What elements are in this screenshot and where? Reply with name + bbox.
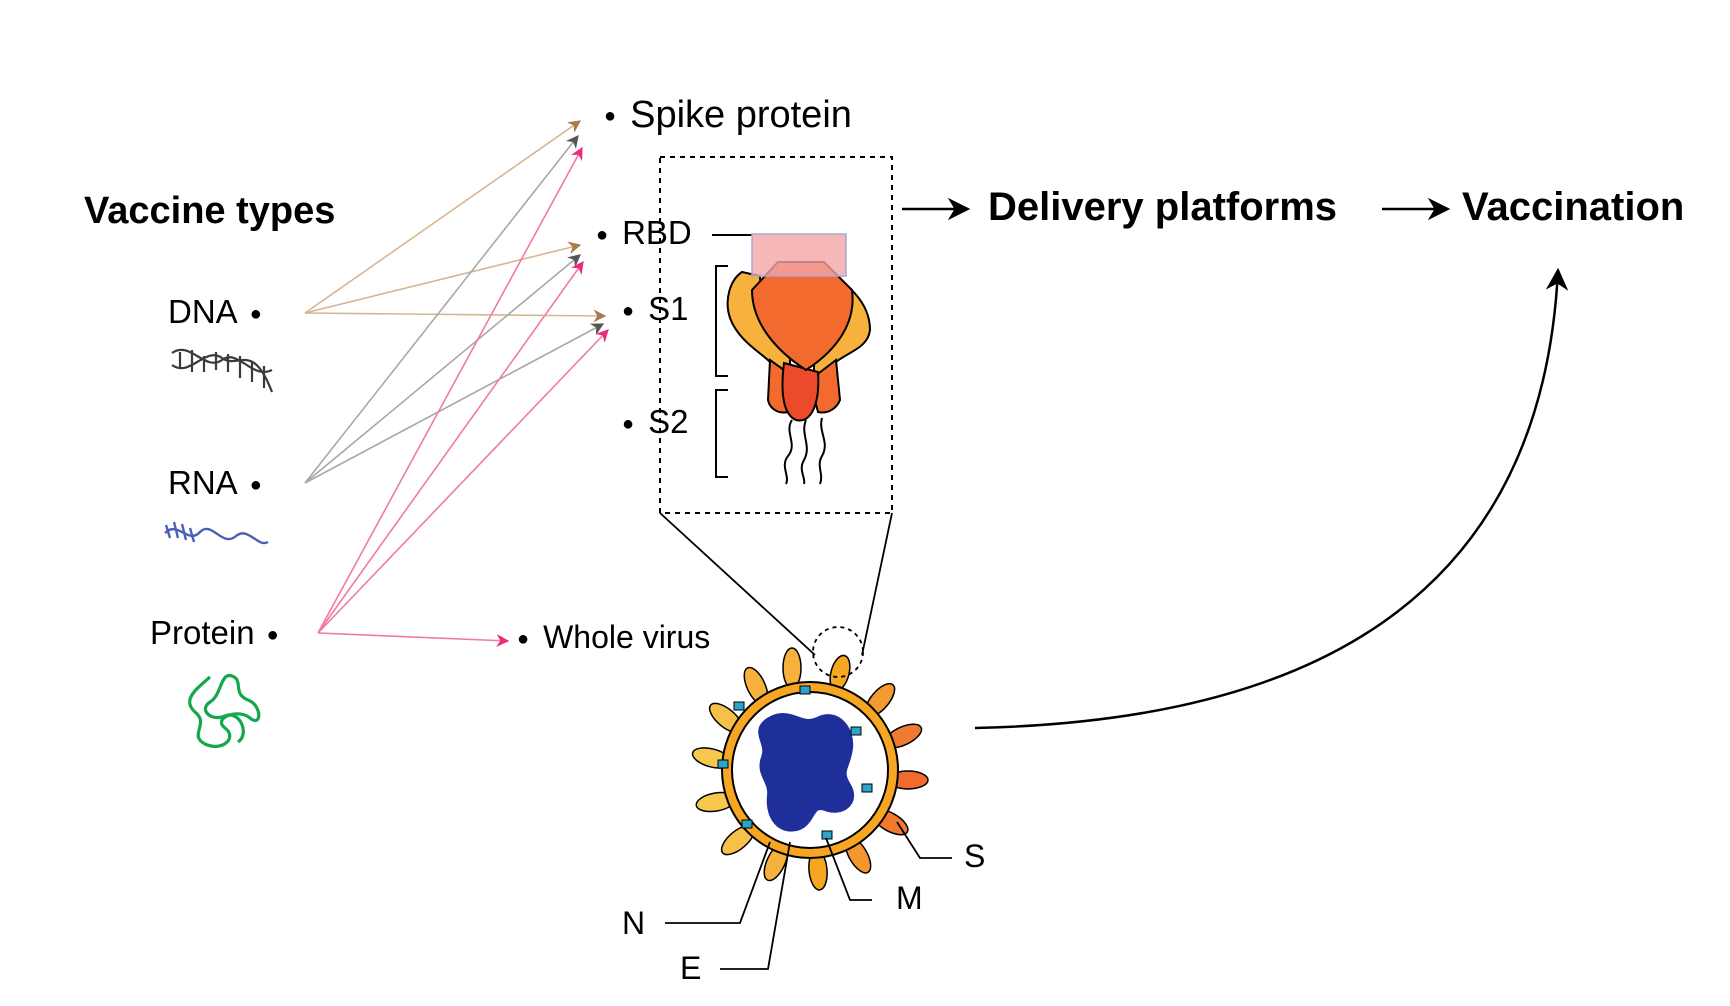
rna-arrows (304, 134, 605, 484)
rna-to-s1-arrow (304, 323, 605, 484)
e-protein-label: E (680, 950, 702, 986)
protein-arrows (317, 146, 609, 647)
rna-strand-icon (164, 521, 269, 545)
rna-to-rbd-arrow (304, 254, 581, 484)
dna-label: DNA (168, 293, 262, 331)
rbd-highlight (751, 233, 847, 277)
rna-label: RNA (168, 464, 262, 502)
s-protein-label: S (964, 838, 986, 874)
m-protein-label: M (896, 880, 923, 916)
virus-particle (691, 626, 929, 891)
protein-to-s1-arrow (317, 329, 609, 634)
rbd-label: RBD (596, 214, 692, 252)
n-protein-label: N (622, 905, 646, 941)
s1-bracket (715, 265, 728, 377)
dna-to-rbd-arrow (304, 241, 582, 314)
dna-arrows (304, 120, 607, 323)
spike-protein-label: Spike protein (604, 94, 852, 137)
m-proteins (717, 685, 873, 840)
s1-label: S1 (622, 290, 688, 328)
delivery-platforms-label: Delivery platforms (988, 185, 1338, 229)
protein-to-rbd-arrow (317, 260, 584, 634)
dna-helix-icon (171, 348, 274, 393)
virus-to-vaccination-curved-arrow (974, 267, 1569, 730)
zoom-circle (812, 626, 864, 678)
s2-bracket (715, 389, 728, 478)
protein-to-spike-arrow (317, 146, 583, 634)
protein-to-whole-virus-arrow (317, 632, 510, 647)
protein-label: Protein (150, 614, 279, 652)
vaccination-label: Vaccination (1462, 185, 1685, 229)
zoom-line-right (861, 512, 893, 656)
spike-dotted-box (659, 156, 893, 514)
virus-leader-lines (665, 821, 952, 970)
dna-to-spike-arrow (304, 120, 582, 314)
spike-protein-illustration (726, 261, 872, 485)
zoom-line-left (659, 512, 816, 656)
rna-to-spike-arrow (304, 134, 579, 484)
protein-fold-icon (188, 674, 261, 748)
vaccine-types-title: Vaccine types (84, 190, 336, 232)
s2-label: S2 (622, 403, 688, 441)
dna-to-s1-arrow (304, 309, 607, 323)
whole-virus-label: Whole virus (517, 619, 710, 656)
